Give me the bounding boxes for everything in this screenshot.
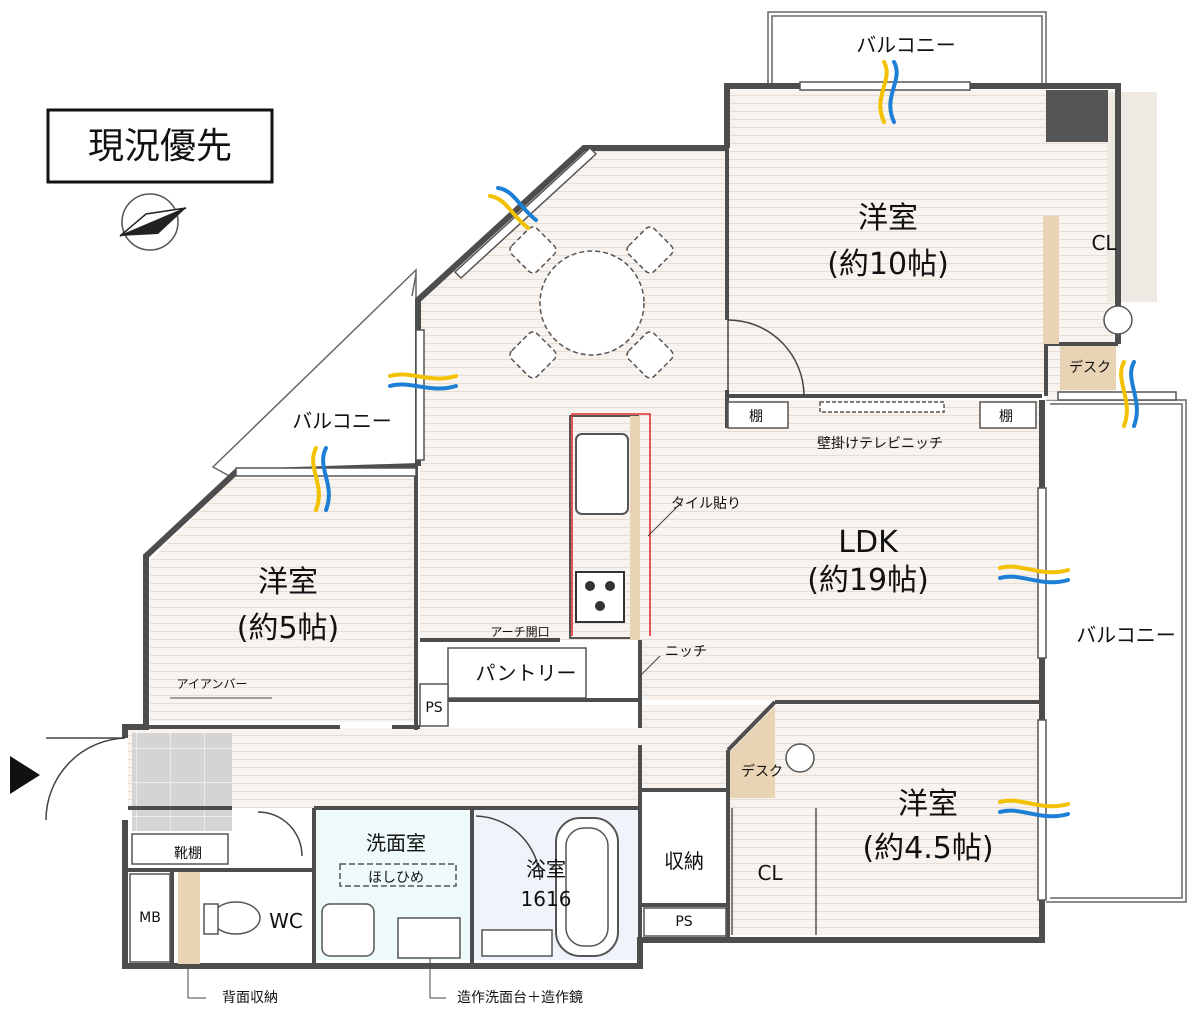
dining-table <box>509 226 674 379</box>
status-badge: 現況優先 <box>88 126 232 167</box>
leader-lines <box>170 507 677 999</box>
bath-label: 浴室 <box>526 857 566 881</box>
vanity-label: 造作洗面台＋造作鏡 <box>457 990 583 1006</box>
north-room-label: 洋室 <box>858 201 918 236</box>
status-badge-frame <box>46 108 274 184</box>
south-room-size: (約4.5帖) <box>862 831 993 866</box>
cl-north-label: CL <box>1091 231 1117 255</box>
iron-bar-label: アイアンバー <box>177 677 248 691</box>
tile-label: タイル貼り <box>671 496 741 512</box>
desk-south-label: デスク <box>741 763 783 780</box>
fixtures <box>129 90 1133 964</box>
kitchen-counter <box>569 413 651 640</box>
entrance-arrow-icon <box>10 756 40 794</box>
shoe-shelf-label: 靴棚 <box>174 846 202 862</box>
balcony-west-outline <box>211 268 417 479</box>
mb-label: MB <box>139 910 161 926</box>
floor-areas <box>128 90 1157 960</box>
ldk-size: (約19帖) <box>807 563 929 598</box>
shelf-right-label: 棚 <box>999 409 1013 425</box>
niche-label: ニッチ <box>665 644 707 660</box>
compass-icon <box>119 193 187 251</box>
ps-label-1: PS <box>425 700 442 716</box>
wc-label: WC <box>269 909 303 933</box>
ldk-label: LDK <box>838 525 899 560</box>
storage-label: 収納 <box>664 849 704 873</box>
shelf-left-label: 棚 <box>749 409 763 425</box>
balcony-top-outline <box>767 11 1047 84</box>
balcony-top-label: バルコニー <box>856 33 956 57</box>
desk-north-label: デスク <box>1069 359 1111 376</box>
pantry-label: パントリー <box>476 661 577 685</box>
interior-walls <box>128 148 1118 966</box>
ps-label-2: PS <box>675 914 692 930</box>
west-room-size: (約5帖) <box>237 611 340 646</box>
west-room-label: 洋室 <box>258 565 318 600</box>
balcony-east-outline <box>1046 399 1187 903</box>
ventilation-arrows <box>311 60 1139 819</box>
drying-bar-label: ほしひめ <box>368 870 424 886</box>
arch-label: アーチ開口 <box>490 625 549 639</box>
south-room-label: 洋室 <box>898 787 958 822</box>
cl-south-label: CL <box>757 861 783 885</box>
balcony-west-label: バルコニー <box>292 409 392 433</box>
north-room-size: (約10帖) <box>827 247 949 282</box>
tv-niche-label: 壁掛けテレビニッチ <box>817 436 943 452</box>
bath-size: 1616 <box>521 887 572 911</box>
washroom-label: 洗面室 <box>366 831 426 855</box>
doors <box>45 319 805 881</box>
back-storage-label: 背面収納 <box>222 990 278 1006</box>
balcony-east-label: バルコニー <box>1076 623 1176 647</box>
